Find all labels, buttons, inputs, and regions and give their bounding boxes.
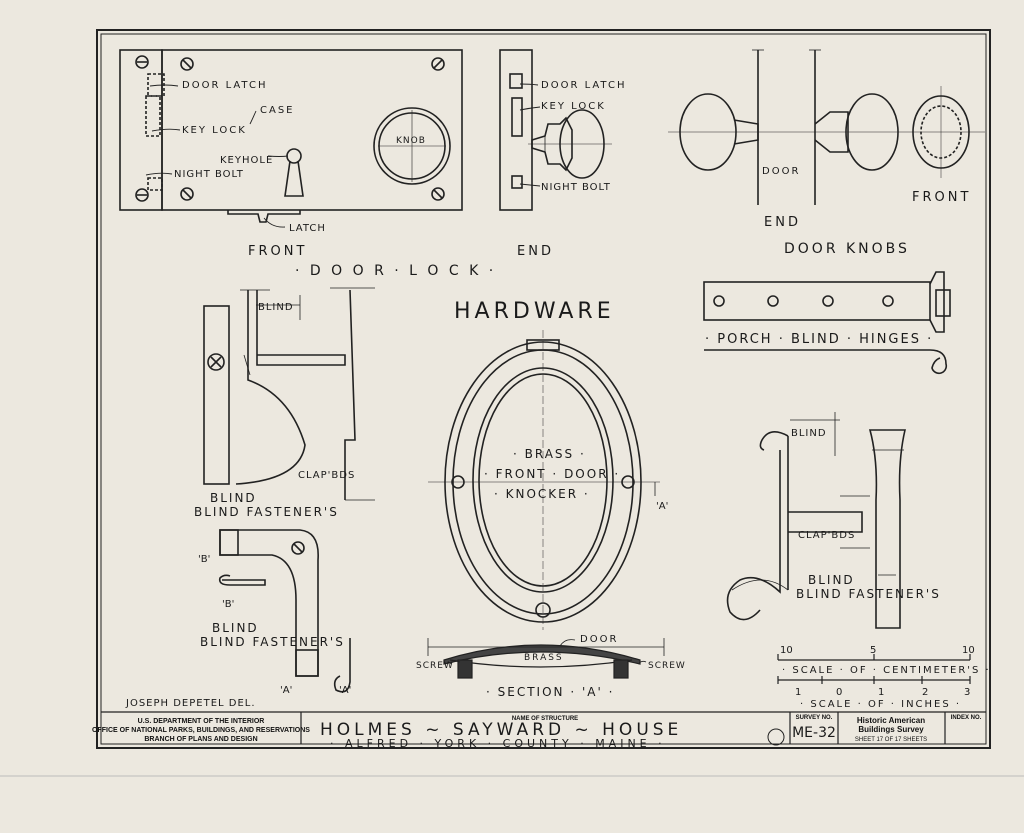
hardware-title: HARDWARE <box>454 299 615 324</box>
door-knobs-drawing <box>668 49 985 205</box>
survey-seal-icon <box>767 728 785 746</box>
screw-left-label: SCREW <box>416 661 454 671</box>
end-door-latch-callout: DOOR LATCH <box>541 80 626 91</box>
blind-dim-3: BLIND <box>791 428 827 439</box>
porch-hinges-title: · PORCH · BLIND · HINGES · <box>705 332 933 347</box>
blind-dim-1: BLIND <box>258 302 294 313</box>
structure-name: HOLMES ~ SAYWARD ~ HOUSE <box>320 720 682 740</box>
mark-a-2: 'A' <box>339 685 351 696</box>
door-latch-callout: DOOR LATCH <box>182 80 267 91</box>
mark-b-2: 'B' <box>222 599 234 610</box>
mark-b-1: 'B' <box>198 554 210 565</box>
night-bolt-callout: NIGHT BOLT <box>174 169 244 180</box>
agency-line1: U.S. DEPARTMENT OF THE INTERIOR <box>138 718 265 725</box>
index-caption: INDEX NO. <box>951 715 982 721</box>
knobs-front-label: FRONT <box>912 190 971 205</box>
in-scale-title: · SCALE · OF · INCHES · <box>800 699 961 710</box>
in-tick-1: 0 <box>836 687 842 698</box>
door-lock-end-label: END <box>517 244 554 259</box>
cm-tick-2: 10 <box>962 645 975 656</box>
survey-number: ME-32 <box>792 725 836 741</box>
knocker-line2: · FRONT · DOOR · <box>484 467 620 481</box>
blind-fastener-3-title-line1: BLIND <box>808 573 855 587</box>
inner-border <box>100 33 987 745</box>
knob-door-dim: DOOR <box>762 166 800 177</box>
end-key-lock-callout: KEY LOCK <box>541 101 606 112</box>
in-tick-0: 1 <box>795 687 801 698</box>
knocker-section-drawing <box>427 638 665 679</box>
in-tick-3: 2 <box>922 687 928 698</box>
screw-right-label: SCREW <box>648 661 686 671</box>
key-lock-callout: KEY LOCK <box>182 125 247 136</box>
blind-fastener-1-title: BLIND FASTENER'S <box>194 505 339 519</box>
delineator: JOSEPH DEPETEL DEL. <box>125 698 256 709</box>
knocker-section-mark: 'A' <box>656 501 668 512</box>
outer-border <box>96 29 991 749</box>
porch-blind-hinge-drawing <box>703 271 951 375</box>
cm-tick-1: 5 <box>870 645 876 656</box>
section-brass-label: BRASS <box>524 653 564 663</box>
knob-callout: KNOB <box>396 136 426 146</box>
blind-fastener-1-drawing <box>203 287 375 501</box>
door-lock-end-leaders <box>519 83 541 187</box>
section-door-label: DOOR <box>580 634 618 645</box>
knobs-end-label: END <box>764 215 801 230</box>
door-lock-title: · D O O R · L O C K · <box>295 263 496 279</box>
scale-bars <box>777 654 971 684</box>
blind-fastener-3-title: BLIND FASTENER'S <box>796 587 941 601</box>
latch-callout: LATCH <box>289 223 326 234</box>
title-block-frame <box>101 711 986 744</box>
keyhole-callout: KEYHOLE <box>220 155 273 166</box>
clapbds-dim-3: CLAP'BDS <box>798 530 855 541</box>
front-door-knocker-drawing <box>428 330 660 630</box>
door-lock-front-leaders <box>145 84 289 228</box>
section-title: · SECTION · 'A' · <box>486 685 614 699</box>
agency-line3: BRANCH OF PLANS AND DESIGN <box>144 736 257 743</box>
cm-tick-0: 10 <box>780 645 793 656</box>
end-night-bolt-callout: NIGHT BOLT <box>541 182 611 193</box>
cm-scale-title: · SCALE · OF · CENTIMETER'S · <box>782 665 991 676</box>
door-lock-end-drawing <box>499 49 612 211</box>
mark-a-1: 'A' <box>280 685 292 696</box>
clapbds-dim-1: CLAP'BDS <box>298 470 355 481</box>
blind-fastener-1-title-line1: BLIND <box>210 491 257 505</box>
blind-fastener-3-drawing <box>726 412 907 629</box>
knocker-line1: · BRASS · <box>513 447 586 461</box>
sheet-info: SHEET 17 OF 17 SHEETS <box>855 737 927 743</box>
door-knobs-title: DOOR KNOBS <box>784 241 910 257</box>
in-tick-4: 3 <box>964 687 970 698</box>
habs-line2: Buildings Survey <box>858 725 924 734</box>
structure-location: · ALFRED · YORK · COUNTY · MAINE · <box>330 737 666 750</box>
survey-caption: SURVEY NO. <box>796 715 833 721</box>
blind-fastener-2-title-line1: BLIND <box>212 621 259 635</box>
blind-fastener-2-title: BLIND FASTENER'S <box>200 635 345 649</box>
case-callout: CASE <box>260 105 295 116</box>
agency-line2: OFFICE OF NATIONAL PARKS, BUILDINGS, AND… <box>92 727 310 734</box>
blind-fastener-2-drawing <box>218 529 351 693</box>
structure-caption: NAME OF STRUCTURE <box>512 716 578 722</box>
knocker-line3: · KNOCKER · <box>494 487 590 501</box>
door-lock-front-label: FRONT <box>248 244 307 259</box>
in-tick-2: 1 <box>878 687 884 698</box>
habs-line1: Historic American <box>857 716 925 725</box>
